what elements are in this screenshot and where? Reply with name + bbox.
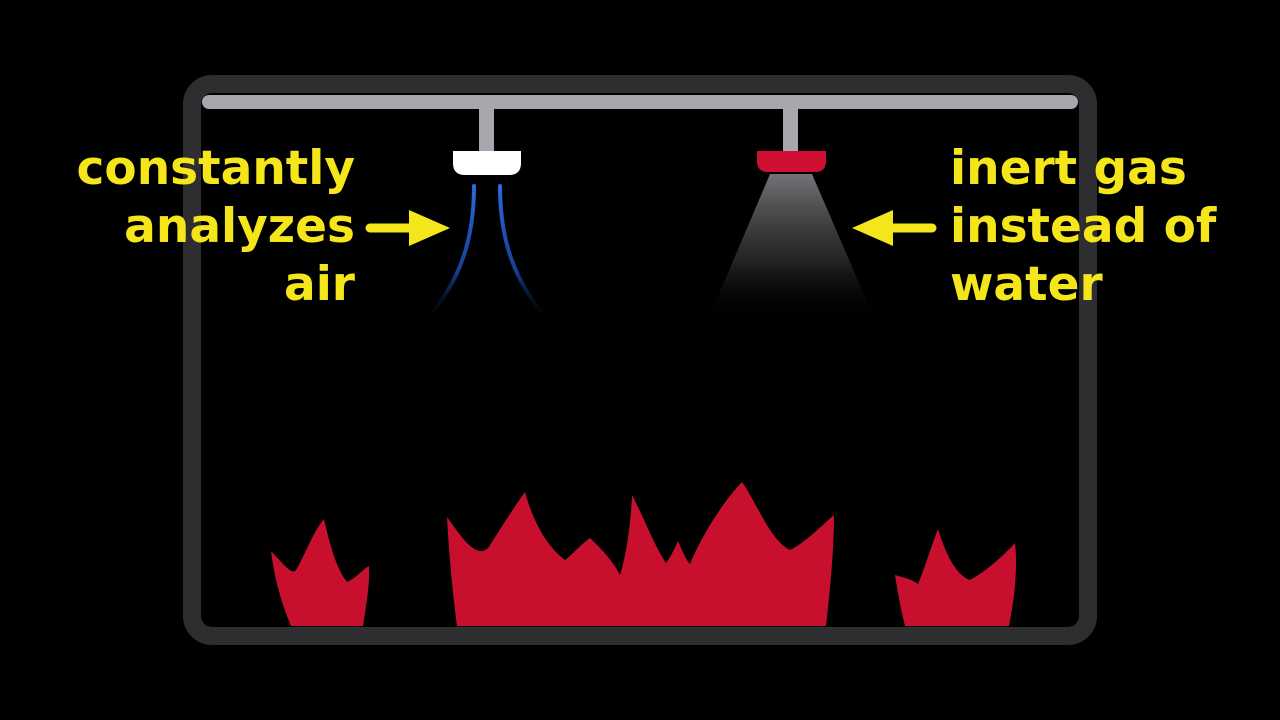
caption-line: air [283,257,355,312]
air-sampling-detector-icon [453,151,521,175]
detector-drop-pipe [479,106,494,152]
inert-gas-spray [708,174,875,320]
air-sampling-lines [426,184,548,320]
ceiling-pipe [202,95,1078,109]
inert-gas-nozzle-icon [757,151,826,172]
flame-center [447,482,834,626]
arrow-right-icon [365,210,450,246]
nozzle-caption: inert gas instead of water [950,140,1216,314]
caption-line: analyzes [124,199,355,254]
flame-right [895,529,1017,626]
caption-line: water [950,257,1103,312]
caption-line: instead of [950,199,1217,254]
flame-left [271,519,370,626]
room-frame [183,75,1097,645]
detector-caption: constantly analyzes air [77,140,355,314]
caption-line: constantly [76,141,355,196]
arrow-left-icon [852,210,937,246]
caption-line: inert gas [950,141,1187,196]
nozzle-drop-pipe [783,106,798,152]
flame-icon [271,482,1017,626]
